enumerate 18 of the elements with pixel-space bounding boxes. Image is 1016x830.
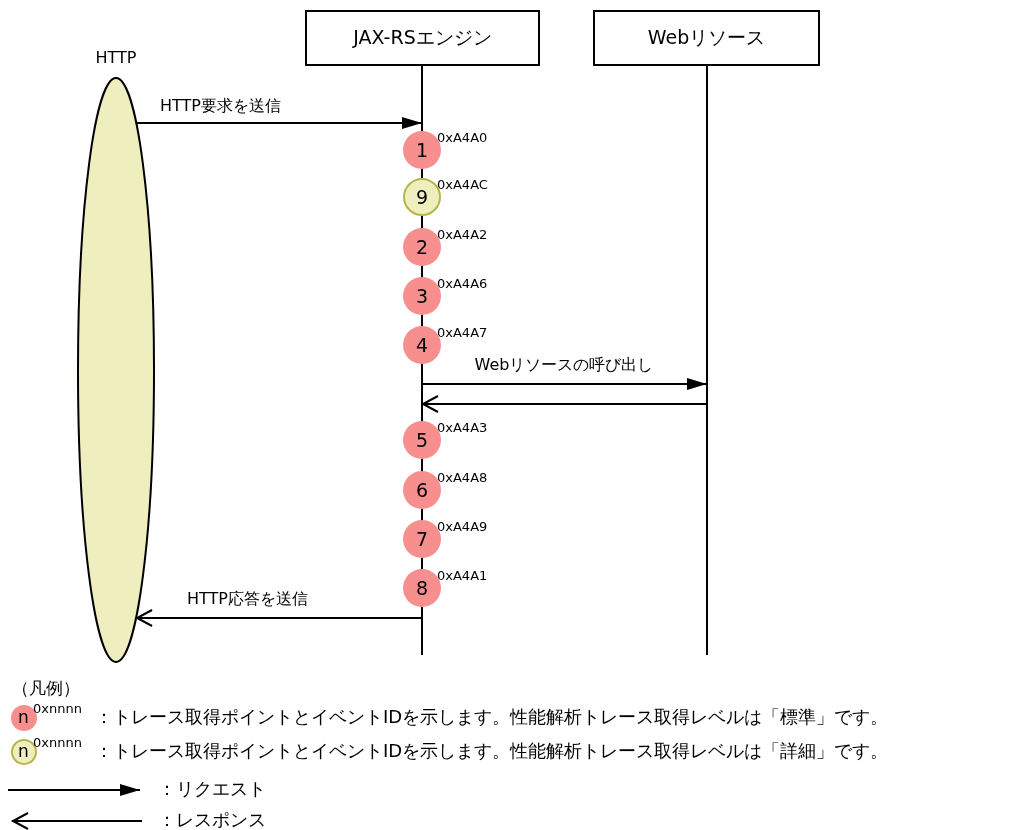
legend-text: ：トレース取得ポイントとイベントIDを示します。性能解析トレース取得レベルは「標準」です。	[95, 708, 889, 726]
edge-label: HTTP応答を送信	[185, 590, 310, 608]
arrow	[135, 609, 423, 627]
edge-label: HTTP要求を送信	[158, 97, 283, 115]
legend-event-id: 0xnnnn	[33, 702, 82, 715]
legend-heading: （凡例）	[12, 680, 80, 697]
legend-symbol: n	[18, 743, 29, 760]
legend-event-id: 0xnnnn	[33, 736, 82, 749]
participant-box: JAX-RSエンジン	[305, 10, 540, 66]
legend-symbol: n	[18, 709, 29, 726]
arrow	[421, 395, 708, 413]
arrow	[421, 378, 708, 390]
participant-box: Webリソース	[593, 10, 820, 66]
arrow	[135, 117, 423, 129]
legend-text: ：トレース取得ポイントとイベントIDを示します。性能解析トレース取得レベルは「詳細」です。	[95, 742, 889, 760]
lane-heading: HTTP	[94, 50, 138, 66]
legend-text: ：リクエスト	[158, 780, 266, 798]
legend-text: ：レスポンス	[158, 811, 266, 829]
